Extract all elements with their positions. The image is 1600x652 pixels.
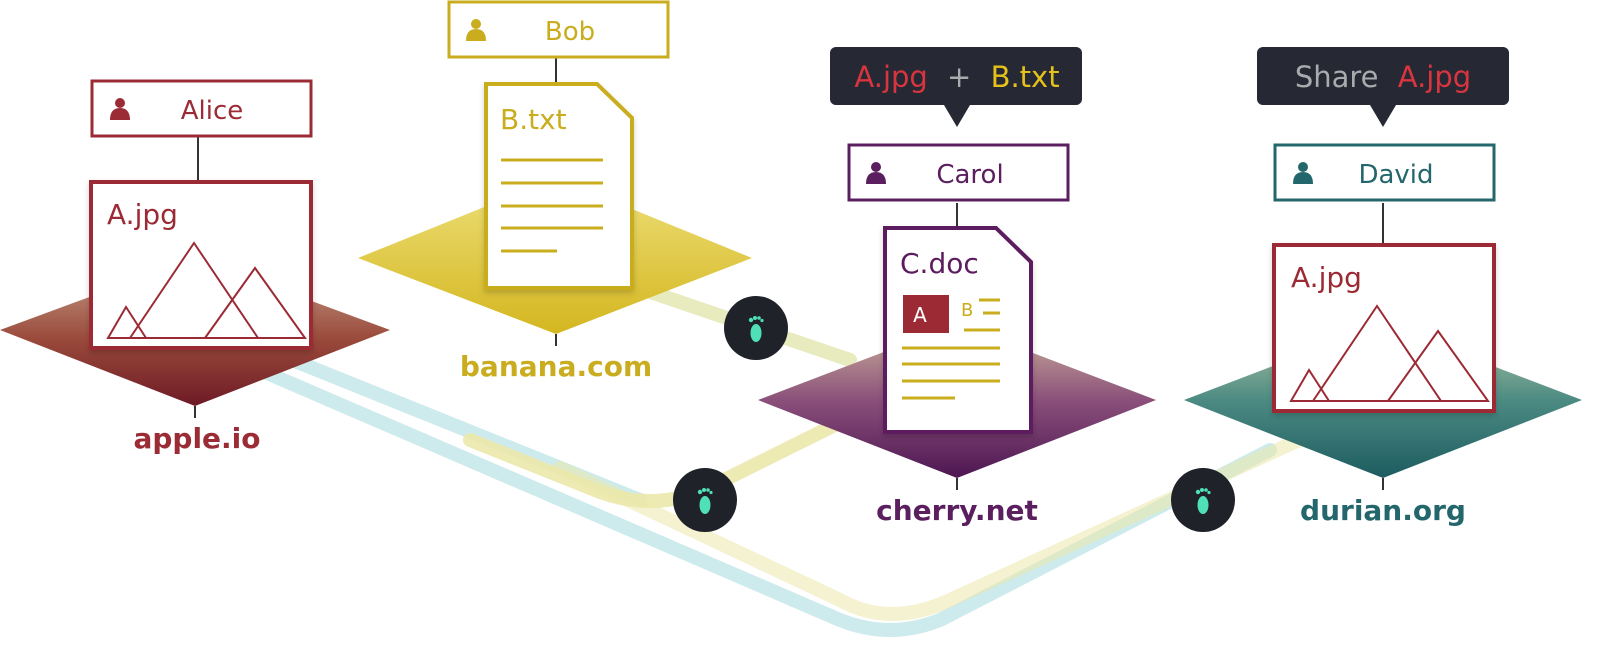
callout-file-b: B.txt bbox=[991, 60, 1060, 94]
attachment-a-badge: A bbox=[903, 295, 949, 333]
document-file-icon bbox=[501, 158, 603, 253]
banana-user-name: Bob bbox=[545, 17, 595, 47]
footprint-marker-durian bbox=[1171, 468, 1235, 532]
apple-user-name: Alice bbox=[181, 96, 244, 126]
host-durian: Share A.jpg David A.jpg durian.org bbox=[1184, 47, 1582, 527]
path-blue-apple-to-durian bbox=[253, 363, 1277, 637]
footprint-marker-banana-cherry bbox=[724, 296, 788, 360]
cherry-user-label[interactable]: Carol bbox=[847, 143, 1070, 202]
svg-text:B: B bbox=[961, 300, 973, 321]
durian-domain: durian.org bbox=[1300, 494, 1466, 527]
svg-text:Share A.jpg: Share A.jpg bbox=[1295, 60, 1471, 94]
apple-domain: apple.io bbox=[133, 422, 260, 455]
banana-file-card[interactable]: B.txt bbox=[484, 82, 634, 290]
attachment-b-mark: B bbox=[961, 298, 1000, 332]
cherry-file-name: C.doc bbox=[900, 247, 979, 280]
callout-share-label: Share bbox=[1295, 60, 1379, 94]
durian-file-card[interactable]: A.jpg bbox=[1272, 243, 1496, 413]
banana-user-label[interactable]: Bob bbox=[447, 0, 670, 59]
footprint-marker-apple-cherry bbox=[673, 468, 737, 532]
apple-file-name: A.jpg bbox=[107, 198, 178, 231]
cherry-callout: A.jpg + B.txt bbox=[830, 47, 1082, 127]
host-banana: Bob B.txt banana.com bbox=[358, 0, 752, 383]
cherry-domain: cherry.net bbox=[876, 494, 1038, 527]
svg-text:A.jpg + B.txt: A.jpg + B.txt bbox=[854, 60, 1059, 94]
image-file-icon bbox=[1289, 304, 1490, 402]
callout-shared-file: A.jpg bbox=[1398, 60, 1471, 94]
banana-file-name: B.txt bbox=[500, 103, 567, 136]
host-cherry: A.jpg + B.txt Carol C.doc A B bbox=[758, 47, 1156, 527]
cherry-file-card[interactable]: C.doc A B bbox=[883, 226, 1033, 434]
durian-file-name: A.jpg bbox=[1291, 261, 1362, 294]
image-file-icon bbox=[106, 241, 307, 339]
banana-domain: banana.com bbox=[460, 350, 652, 383]
document-file-icon bbox=[902, 346, 1000, 400]
apple-user-label[interactable]: Alice bbox=[90, 79, 313, 138]
path-yellow-to-durian bbox=[553, 428, 1317, 621]
svg-text:A: A bbox=[913, 303, 927, 327]
durian-callout: Share A.jpg bbox=[1257, 47, 1509, 127]
cherry-user-name: Carol bbox=[936, 160, 1003, 190]
apple-file-card[interactable]: A.jpg bbox=[89, 180, 313, 350]
durian-user-label[interactable]: David bbox=[1273, 143, 1496, 202]
host-apple: Alice A.jpg apple.io bbox=[0, 79, 390, 455]
callout-file-a: A.jpg bbox=[854, 60, 927, 94]
durian-user-name: David bbox=[1358, 160, 1433, 190]
callout-plus: + bbox=[947, 60, 971, 94]
